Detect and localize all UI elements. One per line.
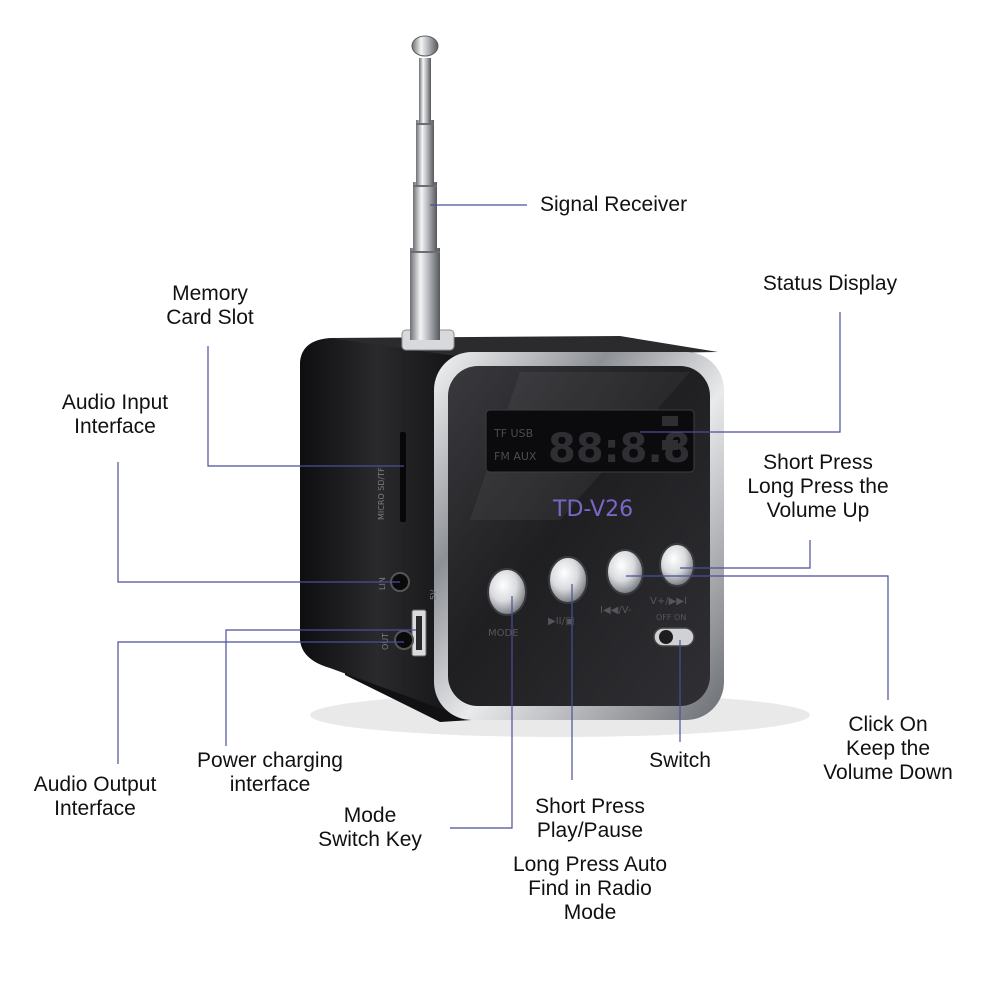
switch-label: OFF ON xyxy=(656,613,686,622)
line-in-label: LIN xyxy=(378,577,387,590)
callout-volume-down: Click On Keep the Volume Down xyxy=(798,713,978,785)
callout-mode-key: Mode Switch Key xyxy=(295,804,445,852)
leader-audio-output xyxy=(117,641,404,764)
next-button-label: V+/▶▶I xyxy=(650,596,687,607)
memory-card-slot[interactable] xyxy=(400,432,406,522)
callout-line: Play/Pause xyxy=(536,819,644,842)
callout-line: Short Press xyxy=(535,795,645,818)
callout-line: Mode xyxy=(563,901,617,924)
leader-status-display xyxy=(640,312,841,433)
power-switch[interactable] xyxy=(653,627,695,647)
play-pause-button[interactable] xyxy=(548,556,588,604)
callout-line: Long Press Auto xyxy=(512,853,668,876)
callout-auto-find: Long Press Auto Find in Radio Mode xyxy=(480,853,700,925)
callout-line: Volume Up xyxy=(766,499,870,522)
callout-signal-receiver: Signal Receiver xyxy=(540,193,687,217)
leader-lines xyxy=(117,204,889,829)
callout-switch: Switch xyxy=(630,749,730,773)
power-port-label: 5V xyxy=(429,589,438,600)
prev-button-label: I◀◀/V- xyxy=(600,605,632,616)
callout-line: Long Press the xyxy=(747,475,889,498)
callout-line: Card Slot xyxy=(166,306,254,329)
callout-audio-input: Audio Input Interface xyxy=(30,391,200,439)
model-name: TD-V26 xyxy=(552,497,633,522)
volume-up-button[interactable] xyxy=(659,543,695,587)
power-charging-port[interactable] xyxy=(411,609,427,657)
display-battery-icon xyxy=(662,440,678,450)
callout-memory-card-slot: Memory Card Slot xyxy=(130,282,290,330)
speaker-side xyxy=(300,338,455,712)
callout-line: Switch xyxy=(649,749,711,772)
callout-line: Memory xyxy=(172,282,248,305)
callout-line: Switch Key xyxy=(318,828,422,851)
play-button-label: ▶II/▣ xyxy=(548,616,574,627)
callout-power-charging: Power charging interface xyxy=(170,749,370,797)
callout-status-display: Status Display xyxy=(740,272,920,296)
display-mode-bottom: FM AUX xyxy=(494,450,537,463)
leader-mode-key xyxy=(450,596,513,829)
callout-line: Audio Input xyxy=(61,391,169,414)
card-slot-label: MICRO SD/TF xyxy=(377,467,386,520)
leader-memory-card xyxy=(207,346,404,467)
callout-line: Find in Radio xyxy=(528,877,652,900)
callout-line: Keep the xyxy=(845,737,931,760)
callout-line: Interface xyxy=(74,415,156,438)
callout-line: Status Display xyxy=(762,272,898,295)
callout-line: Audio Output xyxy=(33,773,157,796)
mode-button[interactable] xyxy=(487,568,527,616)
callout-line: Signal Receiver xyxy=(540,193,688,216)
display-mode-top: TF USB xyxy=(493,427,533,440)
display-indicator-icon xyxy=(662,416,678,426)
audio-output-jack[interactable] xyxy=(394,630,414,650)
leader-volume-up xyxy=(680,540,811,569)
volume-down-button[interactable] xyxy=(606,549,644,595)
status-display-window xyxy=(485,409,695,473)
callout-line: interface xyxy=(229,773,311,796)
callout-volume-up: Short Press Long Press the Volume Up xyxy=(718,451,918,523)
leader-power-charging xyxy=(225,629,416,746)
mode-button-label: MODE xyxy=(488,628,519,639)
antenna xyxy=(410,35,440,340)
callout-line: Interface xyxy=(54,797,136,820)
callout-line: Mode xyxy=(343,804,397,827)
callout-play-pause: Short Press Play/Pause xyxy=(500,795,680,843)
leader-audio-input xyxy=(117,462,400,583)
callout-audio-output: Audio Output Interface xyxy=(10,773,180,821)
callout-line: Volume Down xyxy=(823,761,953,784)
callout-line: Power charging xyxy=(197,749,343,772)
callout-line: Short Press xyxy=(763,451,873,474)
leader-volume-down xyxy=(626,575,889,700)
callout-line: Click On xyxy=(848,713,928,736)
